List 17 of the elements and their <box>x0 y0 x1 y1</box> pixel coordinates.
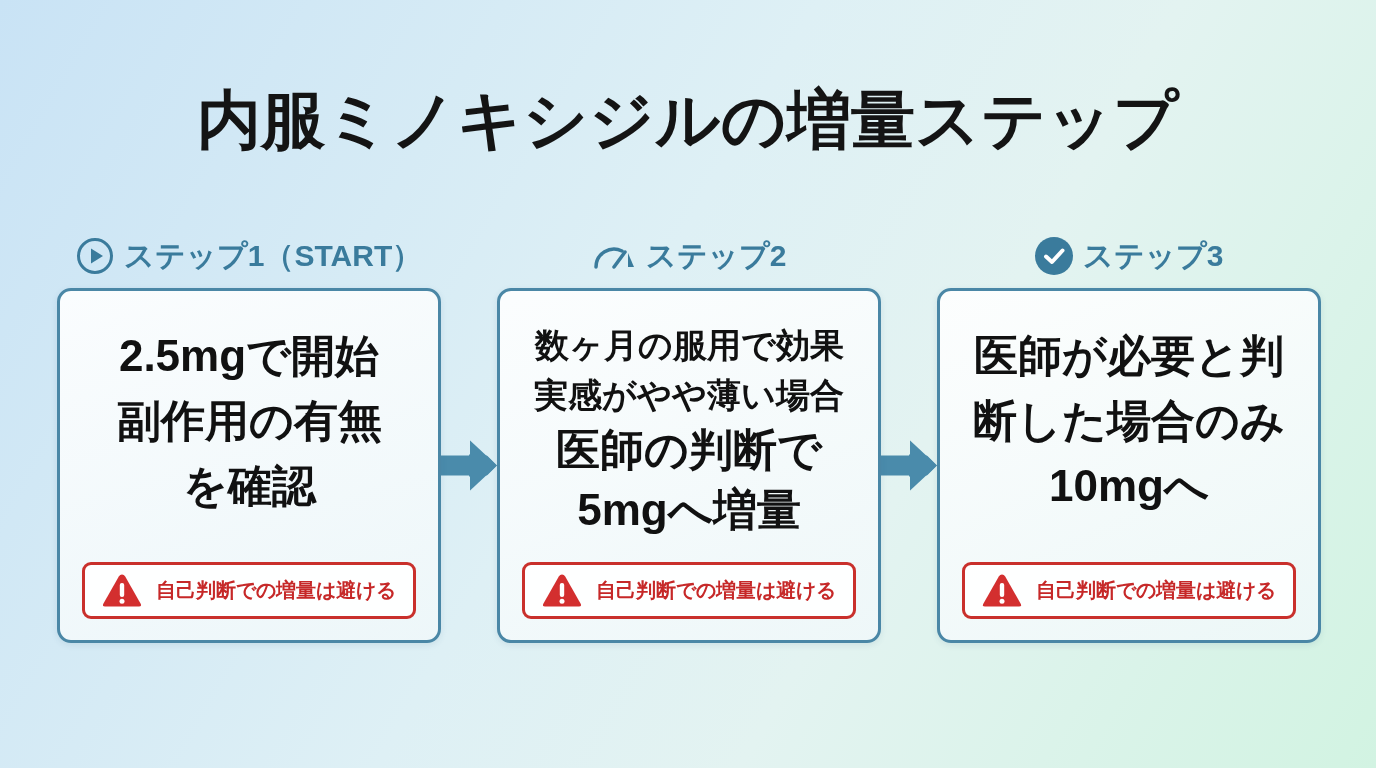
warning-text: 自己判断での増量は避ける <box>1036 578 1276 603</box>
connector-arrow <box>881 439 937 492</box>
connector-arrow <box>441 439 497 492</box>
warning-text: 自己判断での増量は避ける <box>596 578 836 603</box>
step-description: 2.5mgで開始 <box>118 330 380 382</box>
step-description: 数ヶ月の服用で効果実感がやや薄い場合 <box>533 325 845 416</box>
warning-text: 自己判断での増量は避ける <box>156 578 396 603</box>
step-heading: ステップ2 <box>645 237 787 274</box>
warning-banner <box>522 562 856 619</box>
warning-banner <box>82 562 416 619</box>
step-description: 副作用の有無を確認 <box>115 395 383 512</box>
diagram-title: 内服ミノキシジルの増量ステップ <box>197 83 1179 158</box>
step-heading: ステップ3 <box>1082 237 1224 274</box>
step-description: 医師の判断で5mgへ増量 <box>555 424 824 536</box>
step-heading: ステップ1（START） <box>123 237 423 274</box>
warning-banner <box>962 562 1296 619</box>
step-description: 医師が必要と判断した場合のみ10mgへ <box>972 330 1286 512</box>
